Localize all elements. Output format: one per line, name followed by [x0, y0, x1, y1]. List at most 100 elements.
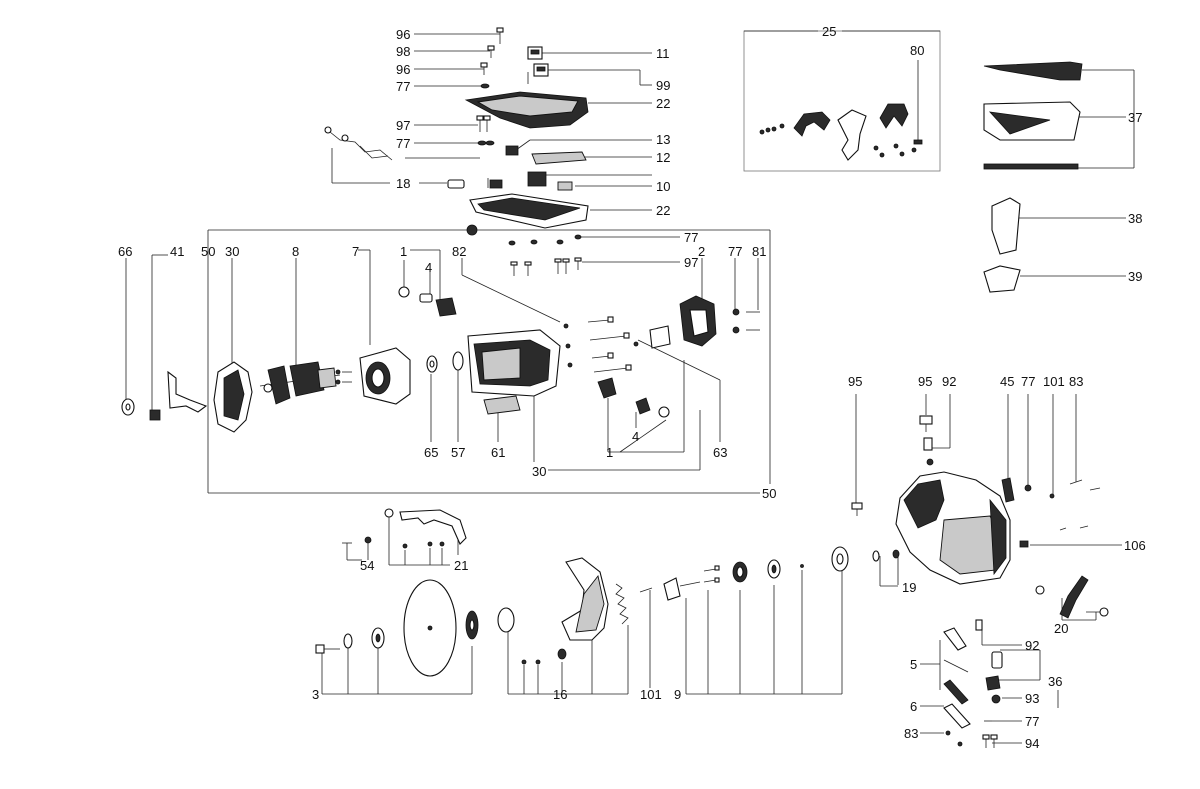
label-50: 50 — [762, 486, 776, 501]
label-25: 25 — [822, 24, 836, 39]
label-95: 95 — [848, 374, 862, 389]
guide-rail-37 — [983, 61, 1083, 81]
label-106: 106 — [1124, 538, 1146, 553]
label-22: 22 — [656, 203, 670, 218]
label-7: 7 — [352, 244, 359, 259]
carbon-brush-1 — [597, 377, 617, 399]
screw-95b — [919, 415, 933, 432]
label-9: 9 — [674, 687, 681, 702]
label-95: 95 — [918, 374, 932, 389]
screw-54 — [342, 536, 372, 544]
label-6: 6 — [910, 699, 917, 714]
spindle-9 — [663, 577, 701, 601]
label-96: 96 — [396, 27, 410, 42]
switch-11 — [527, 46, 543, 60]
label-77: 77 — [396, 136, 410, 151]
cable-18 — [324, 126, 393, 161]
lever-12 — [531, 151, 587, 165]
label-20: 20 — [1054, 621, 1068, 636]
label-63: 63 — [713, 445, 727, 460]
label-77: 77 — [1021, 374, 1035, 389]
label-22: 22 — [656, 96, 670, 111]
module-10-b — [557, 181, 573, 191]
module-10-a — [527, 171, 547, 187]
label-92: 92 — [942, 374, 956, 389]
screws-82 — [563, 316, 639, 373]
label-83: 83 — [1069, 374, 1083, 389]
spring-16 — [615, 583, 629, 625]
label-92: 92 — [1025, 638, 1039, 653]
label-11: 11 — [656, 46, 670, 61]
rod-5 — [943, 627, 967, 651]
spring-4 — [635, 397, 651, 415]
screw-96-top — [496, 27, 504, 44]
bearing-1 — [398, 286, 410, 298]
label-plate-61 — [483, 395, 521, 415]
label-94: 94 — [1025, 736, 1039, 751]
label-36: 36 — [1048, 674, 1062, 689]
accessory-kit-25 — [759, 103, 923, 161]
label-93: 93 — [1025, 691, 1039, 706]
label-8: 8 — [292, 244, 299, 259]
screw-3 — [315, 644, 340, 654]
label-18: 18 — [396, 176, 410, 191]
label-10: 10 — [656, 179, 670, 194]
label-2: 2 — [698, 244, 705, 259]
label-98: 98 — [396, 44, 410, 59]
part-18-sleeve — [447, 179, 465, 189]
label-19: 19 — [902, 580, 916, 595]
label-30: 30 — [225, 244, 239, 259]
screws-97-bottom — [510, 257, 582, 276]
label-61: 61 — [491, 445, 505, 460]
label-38: 38 — [1128, 211, 1142, 226]
leader-lines — [125, 30, 1135, 744]
sleeve-92 — [923, 437, 933, 451]
label-97: 97 — [684, 255, 698, 270]
lever-21 — [399, 509, 467, 545]
label-45: 45 — [1000, 374, 1014, 389]
washer-77-top — [480, 83, 490, 89]
label-1: 1 — [400, 244, 407, 259]
label-77: 77 — [396, 79, 410, 94]
pins-9 — [703, 565, 720, 583]
flange-washer-3 — [343, 633, 353, 649]
label-77: 77 — [684, 230, 698, 245]
screw-96 — [480, 62, 488, 75]
label-4: 4 — [425, 260, 432, 275]
lever-6 — [943, 703, 971, 729]
plate-5 — [943, 679, 969, 705]
lever-45 — [1001, 477, 1015, 503]
label-3: 3 — [312, 687, 319, 702]
label-54: 54 — [360, 558, 374, 573]
knob-93 — [991, 694, 1001, 704]
label-82: 82 — [452, 244, 466, 259]
brush-holder-1 — [435, 297, 457, 317]
switch-99 — [527, 63, 549, 84]
module-63 — [649, 325, 671, 349]
screw-98 — [487, 45, 495, 58]
label-4: 4 — [632, 429, 639, 444]
screw-cap-1 — [658, 406, 670, 418]
label-5: 5 — [910, 657, 917, 672]
screw-95 — [851, 502, 863, 516]
label-16: 16 — [553, 687, 567, 702]
label-99: 99 — [656, 78, 670, 93]
label-101: 101 — [640, 687, 662, 702]
label-96: 96 — [396, 62, 410, 77]
brush-41 — [149, 409, 161, 421]
adapter-38 — [991, 197, 1021, 255]
bracket-41 — [167, 370, 208, 413]
label-30: 30 — [532, 464, 546, 479]
part-4 — [419, 293, 433, 303]
adapter-39 — [983, 265, 1021, 293]
label-1: 1 — [606, 445, 613, 460]
part-number-labels: 96 98 96 77 11 99 22 97 77 13 12 18 10 2… — [118, 24, 1146, 751]
screws-97 — [476, 115, 491, 132]
clip-36 — [985, 675, 1001, 691]
label-77: 77 — [728, 244, 742, 259]
parts — [121, 27, 1109, 748]
sleeve-36 — [991, 651, 1003, 669]
label-37: 37 — [1128, 110, 1142, 125]
label-13: 13 — [656, 132, 670, 147]
label-57: 57 — [451, 445, 465, 460]
